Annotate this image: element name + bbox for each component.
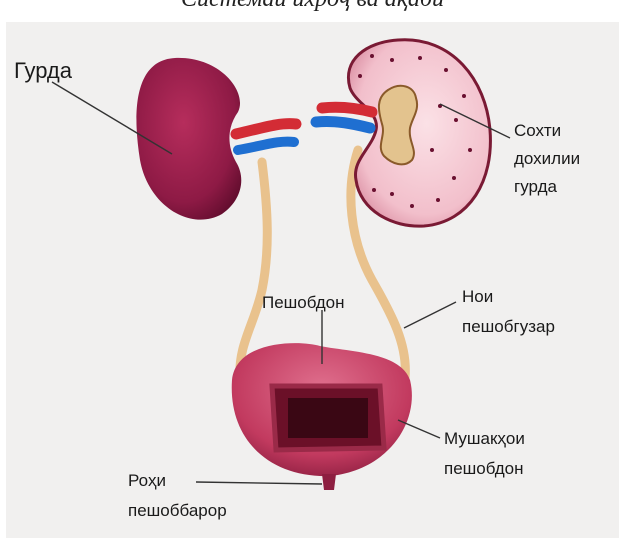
right-renal-vein [316,121,370,128]
label-bladder: Пешобдон [262,290,345,316]
label-urethra-1: Роҳи [128,468,166,494]
bladder-muscle-inner [288,398,368,438]
label-urethra-2: пешоббарор [128,498,227,524]
label-kidney: Гурда [14,58,72,84]
renal-pelvis [379,86,417,165]
label-kidney-structure-2: дохилии [514,146,580,172]
label-bladder-muscles-2: пешобдон [444,456,524,482]
label-bladder-muscles-1: Мушакҳои [444,426,525,452]
page-title: Системаи ихроҷ ва ақабӣ [0,0,625,13]
right-renal-artery [322,107,372,112]
label-kidney-structure-3: гурда [514,174,557,200]
label-ureter-1: Нои [462,284,493,310]
urethra [322,474,336,490]
label-kidney-structure-1: Сохти [514,118,561,144]
label-ureter-2: пешобгузар [462,314,555,340]
